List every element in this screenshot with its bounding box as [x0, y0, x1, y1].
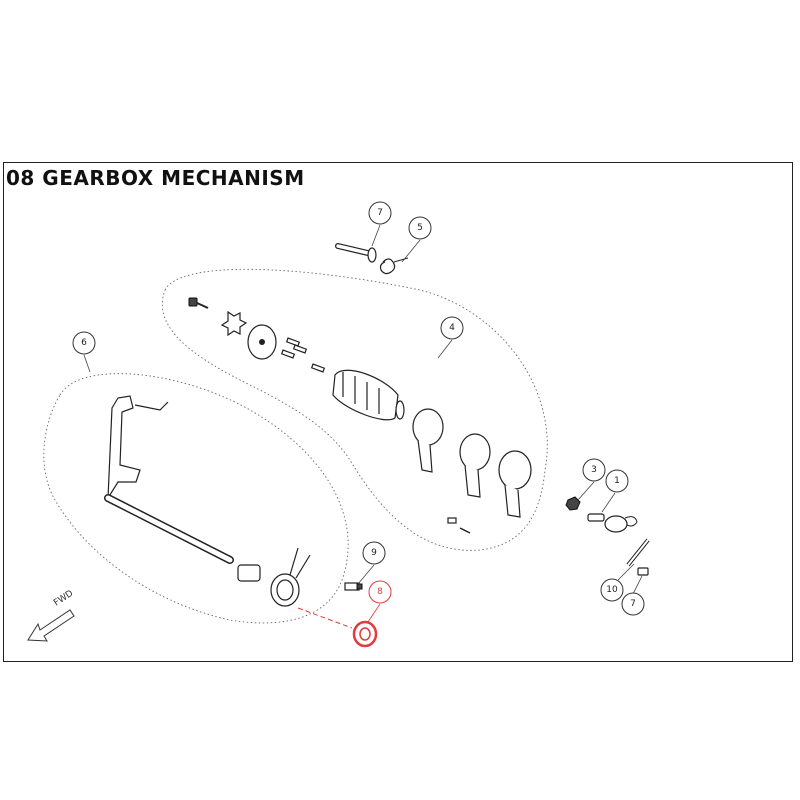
part-cover-spring — [604, 515, 638, 533]
part-shift-fork-3 — [498, 450, 532, 518]
leader-4 — [437, 339, 453, 359]
callout-5: 5 — [408, 216, 432, 240]
leader-8 — [367, 603, 381, 623]
group-outline-shift-drum — [162, 268, 548, 551]
leader-6 — [83, 354, 91, 373]
part-shift-drum — [332, 369, 405, 421]
part-oil-seal — [297, 607, 378, 648]
part-disc-plate — [247, 324, 277, 360]
svg-text:8: 8 — [377, 587, 383, 597]
leader-1 — [601, 492, 616, 513]
leader-7a — [371, 224, 381, 247]
callout-6: 6 — [72, 331, 96, 355]
svg-text:6: 6 — [81, 338, 87, 348]
diagram-title: 08 GEARBOX MECHANISM — [6, 166, 305, 190]
callout-4: 4 — [440, 316, 464, 340]
leader-9 — [357, 564, 375, 585]
svg-text:9: 9 — [371, 548, 377, 558]
svg-text:7: 7 — [377, 208, 383, 218]
part-shift-shaft — [104, 395, 234, 564]
callout-7-bottom: 7 — [621, 592, 645, 616]
part-washer-right — [637, 567, 649, 576]
part-small-pin — [447, 517, 471, 534]
part-bolt — [587, 513, 605, 522]
part-nut — [565, 496, 581, 511]
group-outline-shift-shaft — [43, 373, 349, 624]
part-spring-top — [379, 257, 409, 275]
part-long-bolt — [626, 538, 650, 567]
leader-7b — [632, 575, 643, 595]
leader-3 — [577, 481, 595, 501]
svg-text:1: 1 — [614, 476, 620, 486]
part-bolt-9 — [344, 582, 363, 591]
svg-text:4: 4 — [449, 323, 455, 333]
callout-8: 8 — [368, 580, 392, 604]
leader-10 — [617, 563, 635, 581]
part-return-spring — [270, 547, 311, 607]
callout-1: 1 — [605, 469, 629, 493]
fwd-direction-indicator: FWD — [27, 589, 75, 642]
part-stopper-pin — [335, 243, 377, 263]
fwd-label: FWD — [52, 589, 75, 609]
part-pins — [280, 337, 326, 373]
svg-text:3: 3 — [591, 465, 597, 475]
part-shift-fork-2 — [459, 433, 491, 498]
svg-text:7: 7 — [630, 599, 636, 609]
callout-9: 9 — [362, 541, 386, 565]
callout-7: 7 — [368, 201, 392, 225]
svg-text:5: 5 — [417, 223, 423, 233]
fwd-arrow-icon — [27, 609, 75, 642]
svg-text:10: 10 — [606, 585, 618, 595]
leader-5 — [401, 239, 421, 263]
part-star-plate — [220, 310, 248, 337]
callout-3: 3 — [582, 458, 606, 482]
part-bolt-small — [188, 297, 209, 309]
callout-10: 10 — [600, 578, 624, 602]
part-collar — [237, 564, 261, 582]
part-shift-fork-1 — [412, 408, 444, 473]
